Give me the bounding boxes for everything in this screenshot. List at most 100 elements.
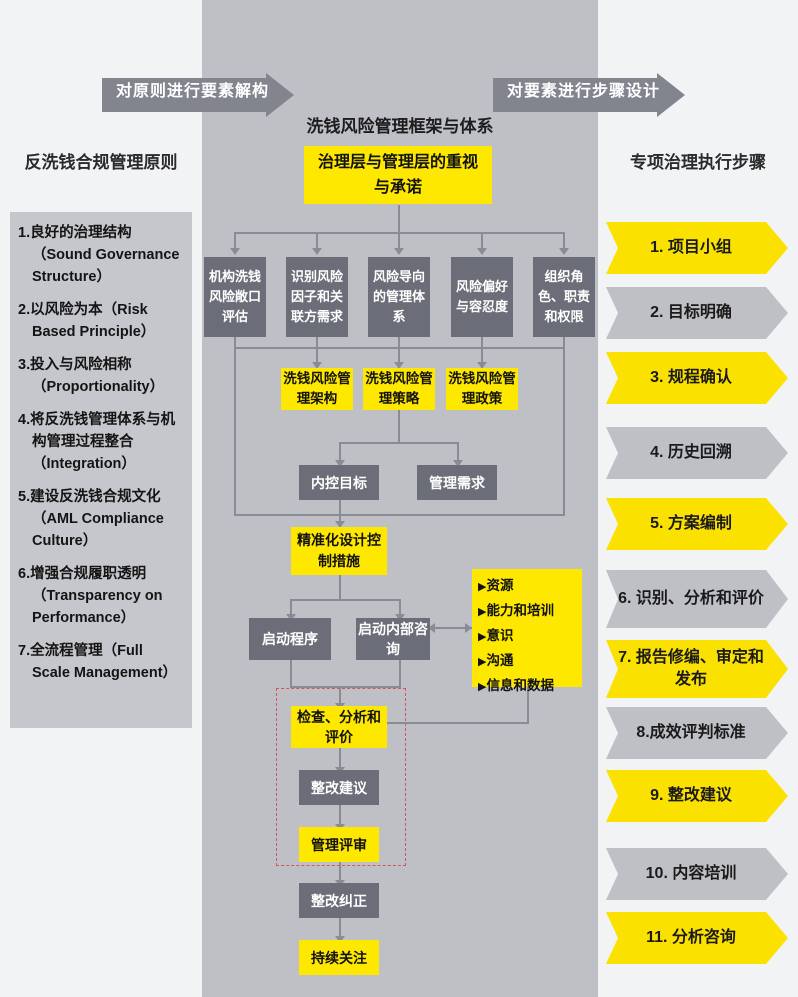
triangle-bullet-icon: ▶ <box>478 581 487 593</box>
arrowhead-icon <box>394 248 404 255</box>
node-management-requirement[interactable]: 管理需求 <box>417 465 497 500</box>
connector <box>290 660 292 688</box>
step-item-8[interactable]: 8.成效评判标准 <box>606 707 788 759</box>
connector <box>563 347 565 515</box>
list-item: 4.将反洗钱管理体系与机构管理过程整合（Integration） <box>18 412 176 472</box>
connector <box>339 918 341 940</box>
arrowhead-icon <box>477 248 487 255</box>
connector <box>527 687 529 724</box>
step-item-3[interactable]: 3. 规程确认 <box>606 352 788 404</box>
arrowhead-icon <box>312 248 322 255</box>
arrowhead-icon <box>286 614 296 621</box>
step-item-9[interactable]: 9. 整改建议 <box>606 770 788 822</box>
arrowhead-icon <box>395 614 405 621</box>
connector <box>338 514 565 516</box>
list-item: 6.增强合规履职透明（Transparency on Performance） <box>18 566 163 626</box>
list-item: 3.投入与风险相称（Proportionality） <box>18 357 165 395</box>
connector <box>234 514 340 516</box>
step-item-1[interactable]: 1. 项目小组 <box>606 222 788 274</box>
step-item-7[interactable]: 7. 报告修编、审定和发布 <box>606 640 788 698</box>
list-item: 1.良好的治理结构（Sound Governance Structure） <box>18 225 180 285</box>
left-column-title: 反洗钱合规管理原则 <box>24 153 178 172</box>
node-launch-internal-consult[interactable]: 启动内部咨询 <box>356 618 430 660</box>
banner-design-steps: 对要素进行步骤设计 <box>493 73 685 117</box>
center-column-title: 洗钱风险管理框架与体系 <box>306 117 494 136</box>
connector <box>398 205 400 233</box>
step-item-11[interactable]: 11. 分析咨询 <box>606 912 788 964</box>
connector <box>399 660 401 688</box>
arrowhead-icon <box>312 362 322 369</box>
connector <box>316 232 318 250</box>
node-level2-3[interactable]: 风险导向的管理体系 <box>368 257 430 337</box>
node-risk-mgmt-policy[interactable]: 洗钱风险管理政策 <box>446 368 518 410</box>
resources-list[interactable]: ▶资源 ▶能力和培训 ▶意识 ▶沟通 ▶信息和数据 <box>472 569 582 693</box>
list-item: 5.建设反洗钱合规文化（AML Compliance Culture） <box>18 489 164 549</box>
connector <box>339 500 341 524</box>
arrowhead-icon <box>335 460 345 467</box>
connector <box>339 442 341 462</box>
connector <box>290 599 292 616</box>
node-risk-mgmt-strategy[interactable]: 洗钱风险管理策略 <box>363 368 435 410</box>
node-level2-5[interactable]: 组织角色、职责和权限 <box>533 257 595 337</box>
arrowhead-icon <box>453 460 463 467</box>
banner-decompose-principles: 对原则进行要素解构 <box>102 73 294 117</box>
connector <box>457 442 459 462</box>
step-item-5[interactable]: 5. 方案编制 <box>606 498 788 550</box>
triangle-bullet-icon: ▶ <box>478 631 487 643</box>
triangle-bullet-icon: ▶ <box>478 656 487 668</box>
connector <box>430 627 472 629</box>
arrowhead-icon <box>394 362 404 369</box>
step-item-10[interactable]: 10. 内容培训 <box>606 848 788 900</box>
list-item: ▶意识 <box>478 628 514 643</box>
connector <box>339 748 341 770</box>
principles-list: 1.良好的治理结构（Sound Governance Structure） 2.… <box>10 212 192 728</box>
arrowhead-icon <box>335 936 345 943</box>
connector <box>290 686 401 688</box>
connector <box>339 575 341 601</box>
node-rectification-suggestion[interactable]: 整改建议 <box>299 770 379 805</box>
connector <box>234 347 236 514</box>
step-item-4[interactable]: 4. 历史回溯 <box>606 427 788 479</box>
connector <box>339 442 459 444</box>
list-item: ▶资源 <box>478 578 514 593</box>
triangle-bullet-icon: ▶ <box>478 681 487 693</box>
node-rectification-correction[interactable]: 整改纠正 <box>299 883 379 918</box>
list-item: 7.全流程管理（Full Scale Management） <box>18 643 178 681</box>
arrowhead-icon <box>465 623 472 633</box>
connector <box>290 599 400 601</box>
triangle-bullet-icon: ▶ <box>478 606 487 618</box>
connector <box>481 232 483 250</box>
arrowhead-icon <box>428 623 435 633</box>
connector <box>234 232 236 250</box>
connector <box>481 337 483 365</box>
connector <box>339 686 341 706</box>
connector <box>398 337 400 365</box>
node-level2-4[interactable]: 风险偏好与容忍度 <box>451 257 513 337</box>
connector <box>382 722 528 724</box>
connector <box>234 347 564 349</box>
connector <box>398 410 400 444</box>
arrowhead-icon <box>230 248 240 255</box>
connector <box>563 337 565 349</box>
connector <box>398 232 400 250</box>
list-item: ▶沟通 <box>478 653 514 668</box>
node-precision-control-design[interactable]: 精准化设计控制措施 <box>291 527 387 575</box>
node-continuous-attention[interactable]: 持续关注 <box>299 940 379 975</box>
node-level2-2[interactable]: 识别风险因子和关联方需求 <box>286 257 348 337</box>
node-management-review[interactable]: 管理评审 <box>299 827 379 862</box>
step-item-2[interactable]: 2. 目标明确 <box>606 287 788 339</box>
node-launch-program[interactable]: 启动程序 <box>249 618 331 660</box>
audit-loop-dashed-boundary <box>276 688 406 866</box>
list-item: 2.以风险为本（Risk Based Principle） <box>18 302 156 340</box>
node-governance-commitment[interactable]: 治理层与管理层的重视与承诺 <box>304 146 492 204</box>
arrowhead-icon <box>559 248 569 255</box>
step-item-6[interactable]: 6. 识别、分析和评价 <box>606 570 788 628</box>
connector <box>399 599 401 616</box>
node-internal-control-objective[interactable]: 内控目标 <box>299 465 379 500</box>
list-item: ▶信息和数据 <box>478 678 554 693</box>
node-inspect-analyze-evaluate[interactable]: 检查、分析和评价 <box>291 706 387 748</box>
node-risk-mgmt-structure[interactable]: 洗钱风险管理架构 <box>281 368 353 410</box>
node-level2-1[interactable]: 机构洗钱风险敞口评估 <box>204 257 266 337</box>
arrowhead-icon <box>477 362 487 369</box>
